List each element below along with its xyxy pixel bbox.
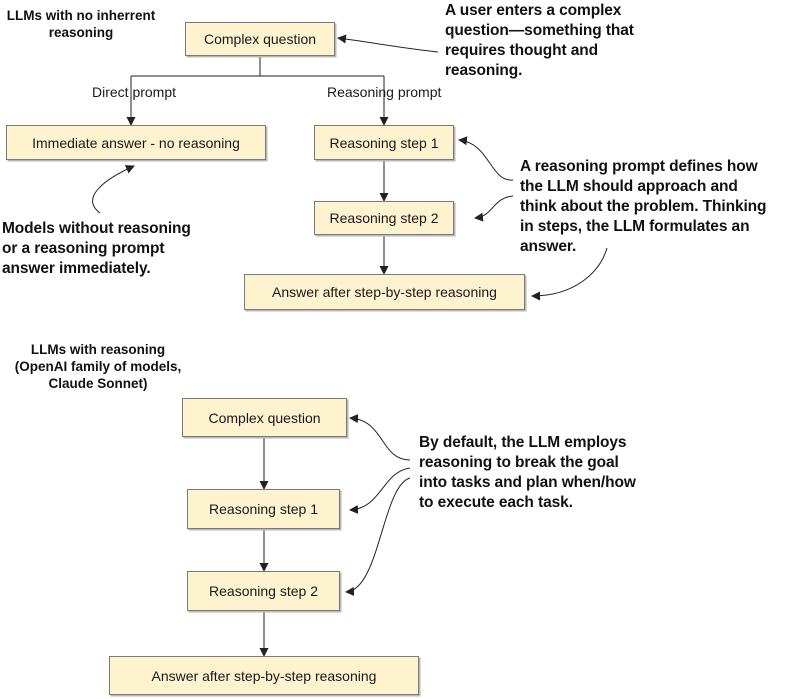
section1-step2-box: Reasoning step 2 (314, 201, 454, 235)
note-default-reasoning: By default, the LLM employs reasoning to… (419, 434, 636, 511)
section1-answer-label: Answer after step-by-step reasoning (272, 284, 497, 300)
section2-answer-box: Answer after step-by-step reasoning (109, 656, 419, 695)
callout-default-2 (349, 467, 411, 514)
callout-user (337, 34, 439, 53)
note-reasoning-prompt: A reasoning prompt defines how the LLM s… (520, 158, 767, 255)
callout-prompt-2 (474, 195, 514, 222)
callout-models (92, 165, 135, 214)
note-user-question: A user enters a complex question—somethi… (445, 2, 634, 79)
callout-prompt-3 (531, 247, 608, 301)
note-models-no-reasoning: Models without reasoning or a reasoning … (2, 220, 191, 277)
section1-answer-box: Answer after step-by-step reasoning (244, 274, 525, 310)
section1-heading: LLMs with no inherrent reasoning (6, 8, 156, 40)
section1-step2-label: Reasoning step 2 (329, 210, 439, 226)
immediate-answer-box: Immediate answer - no reasoning (6, 125, 266, 160)
section2-question-label: Complex question (208, 409, 321, 426)
callout-prompt-1 (458, 136, 514, 181)
section1-step1-label: Reasoning step 1 (329, 134, 439, 151)
section1-question-box: Complex question (185, 22, 335, 56)
section2-step2-box: Reasoning step 2 (187, 571, 340, 611)
section2-step1-label: Reasoning step 1 (209, 501, 318, 517)
section2-step2-label: Reasoning step 2 (209, 583, 318, 599)
section2-question-box: Complex question (182, 398, 347, 437)
reasoning-prompt-label: Reasoning prompt (327, 84, 442, 100)
section2-step1-box: Reasoning step 1 (187, 489, 340, 529)
section2-heading: LLMs with reasoning (OpenAI family of mo… (14, 342, 182, 391)
callout-default-1 (349, 413, 411, 461)
section1-step1-box: Reasoning step 1 (314, 125, 454, 160)
direct-prompt-label: Direct prompt (92, 84, 177, 100)
immediate-answer-label: Immediate answer - no reasoning (32, 134, 240, 151)
section2-answer-label: Answer after step-by-step reasoning (151, 667, 377, 684)
section1-question-label: Complex question (203, 31, 317, 47)
callout-default-3 (345, 477, 411, 596)
